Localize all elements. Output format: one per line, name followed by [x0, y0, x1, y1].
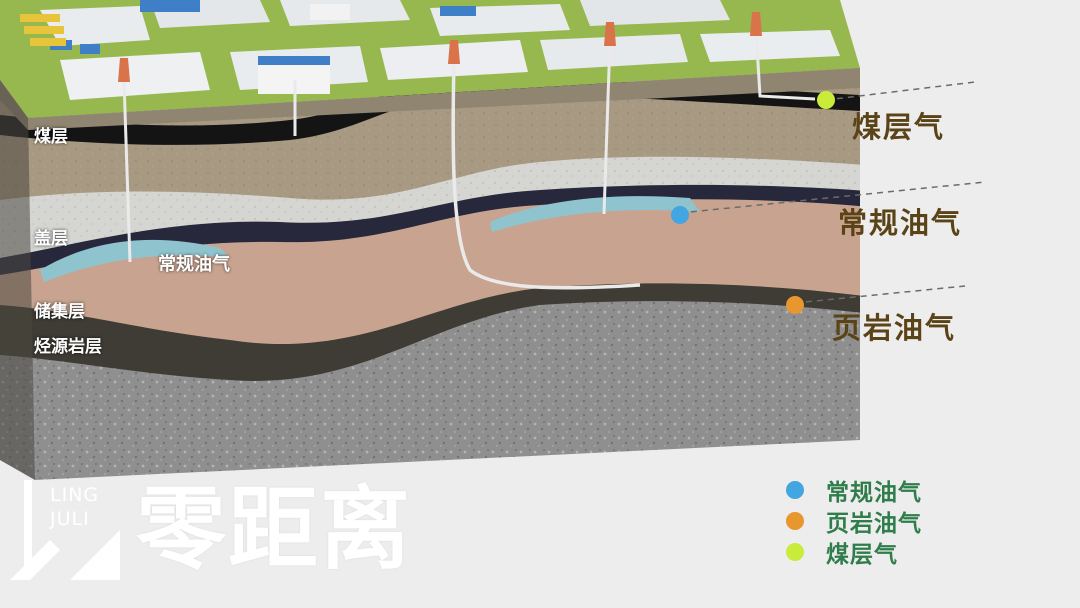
- legend-item-shale: 页岩油气: [786, 505, 922, 537]
- legend: 常规油气 页岩油气 煤层气: [786, 474, 922, 568]
- legend-dot-orange: [786, 511, 804, 530]
- layer-label-coal-seam: 煤层: [34, 127, 68, 147]
- legend-label-conventional: 常规油气: [826, 479, 922, 506]
- callout-leader-lines: [679, 81, 986, 304]
- layer-label-reservoir: 储集层: [34, 302, 85, 322]
- well-derricks: [118, 12, 762, 82]
- legend-item-conventional: 常规油气: [786, 474, 922, 506]
- legend-item-coalbed: 煤层气: [786, 536, 922, 568]
- callout-coalbed-methane: 煤层气: [852, 110, 946, 144]
- shale-marker: [786, 296, 804, 314]
- layer-label-cap-rock: 盖层: [34, 229, 68, 249]
- callout-shale: 页岩油气: [832, 311, 957, 345]
- watermark-logo: LING JULI 零距离: [10, 480, 490, 585]
- conventional-trap-label: 常规油气: [158, 254, 230, 275]
- watermark-line2: JULI: [50, 508, 90, 530]
- callout-conventional: 常规油气: [838, 206, 963, 240]
- legend-dot-blue: [786, 480, 804, 499]
- legend-dot-green: [786, 542, 804, 561]
- legend-label-shale: 页岩油气: [826, 510, 922, 537]
- logo-mark-icon: [10, 480, 120, 580]
- legend-label-coalbed: 煤层气: [826, 541, 898, 568]
- surface-facilities: [0, 0, 860, 118]
- coalbed-methane-marker: [817, 91, 835, 109]
- watermark-line1: LING: [50, 484, 100, 506]
- watermark-brand: 零距离: [136, 477, 412, 582]
- conventional-marker: [671, 206, 689, 224]
- layer-label-source-rock: 烃源岩层: [34, 337, 102, 357]
- wells: [122, 29, 816, 290]
- block-left-edge: [0, 80, 35, 480]
